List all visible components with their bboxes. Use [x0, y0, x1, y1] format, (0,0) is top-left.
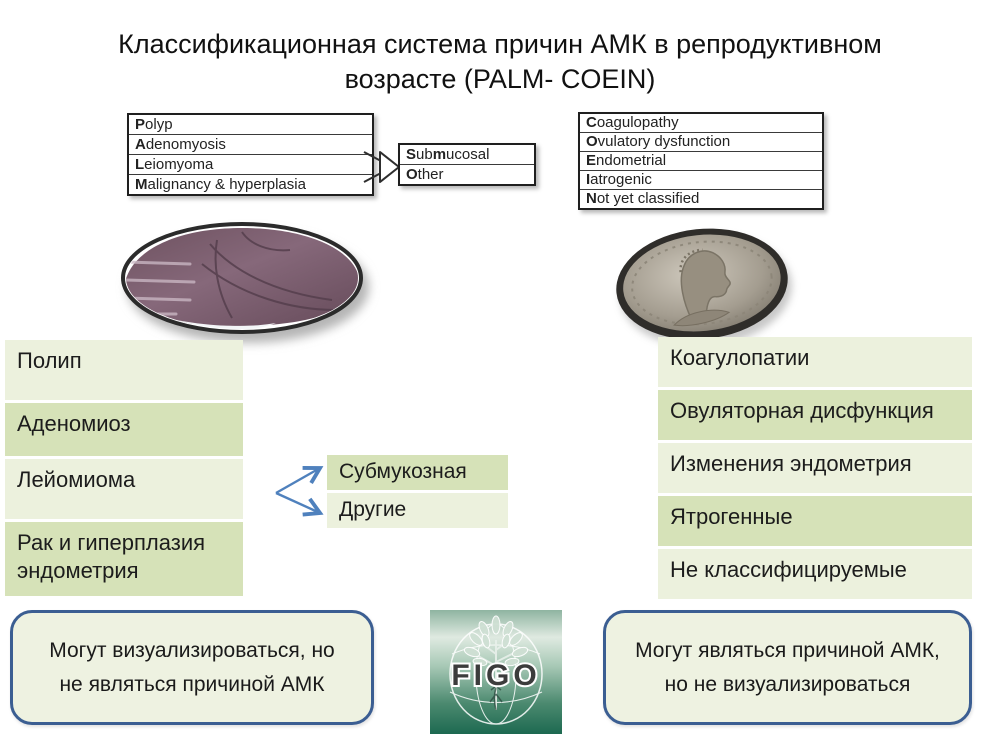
mini-list-item: Субмукозная [327, 455, 508, 490]
row-text: denomyosis [145, 136, 226, 153]
coein-table-row: Ovulatory dysfunction [580, 133, 822, 152]
left-list: Полип Аденомиоз Лейомиома Рак и гиперпла… [5, 340, 243, 599]
coein-table: Coagulopathy Ovulatory dysfunction Endom… [578, 112, 824, 210]
right-note-text: Могут являться причиной АМК, но не визуа… [635, 638, 940, 696]
palm-photo [121, 222, 363, 334]
coein-table-row: Coagulopathy [580, 114, 822, 133]
row-initial: A [135, 136, 146, 153]
subtable-row: Other [400, 165, 534, 184]
row-initial: O [586, 133, 598, 150]
mini-list: Субмукозная Другие [327, 455, 508, 531]
row-text: oagulopathy [596, 114, 679, 131]
row-text-2: ucosal [446, 146, 490, 163]
slide-title: Классификационная система причин АМК в р… [0, 27, 1000, 97]
subtable-row: Submucosal [400, 145, 534, 165]
right-list: Коагулопатии Овуляторная дисфункция Изме… [658, 337, 972, 602]
row-initial: N [586, 190, 597, 207]
leiomyoma-subtable: Submucosal Other [398, 143, 536, 186]
coein-table-row: Endometrial [580, 152, 822, 171]
row-initial: L [135, 156, 145, 173]
list-item-label: Коагулопатии [670, 345, 810, 370]
left-list-item: Рак и гиперплазия эндометрия [5, 522, 243, 596]
left-list-item: Полип [5, 340, 243, 400]
row-initial: O [406, 166, 418, 183]
coein-table-row: Not yet classified [580, 190, 822, 208]
row-text: vulatory dysfunction [597, 133, 731, 150]
list-item-label: Овуляторная дисфункция [670, 398, 934, 423]
branch-arrows-icon [275, 466, 324, 517]
row-initial: I [586, 171, 591, 188]
figo-logo: FIGO [430, 610, 562, 734]
list-item-label: Не классифицируемые [670, 557, 907, 582]
figo-text: FIGO [451, 659, 540, 692]
row-initial: S [406, 146, 417, 163]
palm-table: Polyp Adenomyosis Leiomyoma Malignancy &… [127, 113, 374, 196]
list-item-label: Изменения эндометрия [670, 451, 912, 476]
list-item-label: Аденомиоз [17, 411, 131, 436]
row-text: atrogenic [590, 171, 652, 188]
row-initial: E [586, 152, 597, 169]
right-list-item: Не классифицируемые [658, 549, 972, 599]
figo-tree-leaves [463, 615, 529, 667]
row-text: ndometrial [596, 152, 667, 169]
left-list-item: Аденомиоз [5, 403, 243, 456]
merge-arrow-icon [363, 151, 400, 183]
left-note-box: Могут визуализироваться, но не являться … [10, 610, 374, 725]
list-item-label: Лейомиома [17, 467, 136, 492]
right-list-item: Коагулопатии [658, 337, 972, 387]
row-initial: P [135, 116, 146, 133]
mini-list-item: Другие [327, 493, 508, 528]
row-text: ot yet classified [596, 190, 700, 207]
row-initial-2: m [432, 146, 447, 163]
right-list-item: Овуляторная дисфункция [658, 390, 972, 440]
row-text: olyp [145, 116, 173, 133]
right-list-item: Изменения эндометрия [658, 443, 972, 493]
palm-table-row: Adenomyosis [129, 135, 372, 155]
row-text: ub [416, 146, 433, 163]
left-note-text: Могут визуализироваться, но не являться … [49, 638, 335, 696]
list-item-label: Полип [17, 348, 82, 373]
row-initial: C [586, 114, 597, 131]
list-item-label: Рак и гиперплазия эндометрия [17, 530, 206, 583]
palm-table-row: Polyp [129, 115, 372, 135]
title-line-1: Классификационная система причин АМК в р… [118, 29, 882, 59]
row-initial: M [135, 176, 148, 193]
coein-table-row: Iatrogenic [580, 171, 822, 190]
left-list-item: Лейомиома [5, 459, 243, 519]
list-item-label: Другие [339, 498, 407, 521]
list-item-label: Ятрогенные [670, 504, 793, 529]
palm-table-row: Malignancy & hyperplasia [129, 175, 372, 194]
coin-photo [616, 228, 788, 340]
list-item-label: Субмукозная [339, 460, 467, 483]
row-text: alignancy & hyperplasia [147, 176, 306, 193]
right-list-item: Ятрогенные [658, 496, 972, 546]
row-text: ther [417, 166, 444, 183]
title-line-2: возрасте (PALM- COEIN) [344, 64, 656, 94]
right-note-box: Могут являться причиной АМК, но не визуа… [603, 610, 972, 725]
palm-table-row: Leiomyoma [129, 155, 372, 175]
row-text: eiomyoma [144, 156, 214, 173]
